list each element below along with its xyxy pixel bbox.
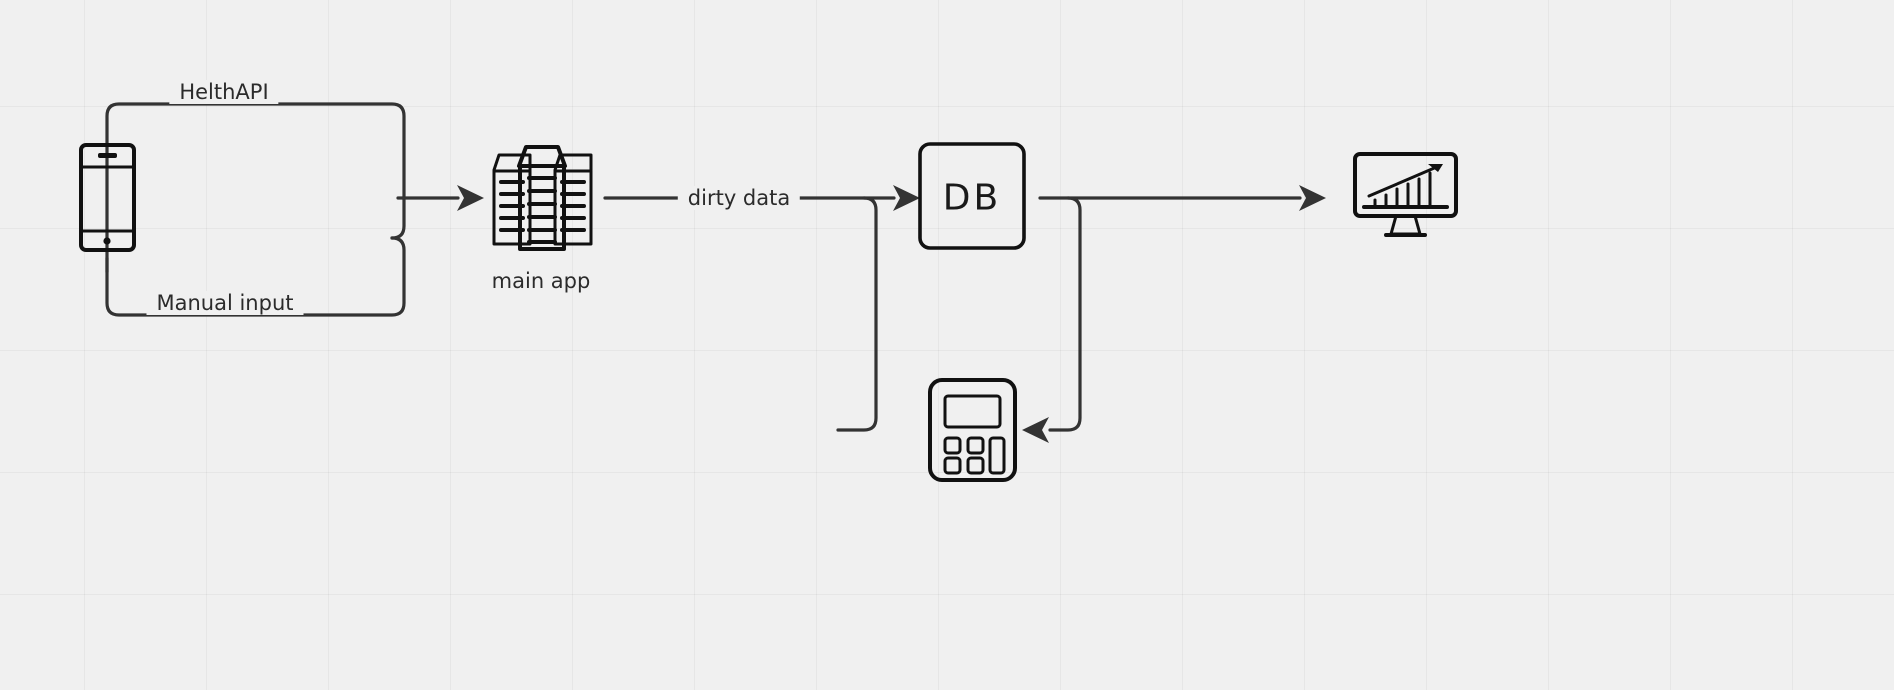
edge-db-to-calculator[interactable] [1022,196,1082,443]
buildings-icon[interactable] [492,145,593,251]
monitor-chart-icon[interactable] [1353,152,1458,237]
calculator-icon[interactable] [928,378,1017,482]
smartphone-icon[interactable] [79,143,136,252]
edge-db-to-dashboard[interactable] [1038,185,1326,211]
node-label-main-app: main app [491,269,591,293]
edge-dirty-data[interactable] [603,185,920,432]
edge-health-api[interactable] [105,102,406,274]
db-node[interactable]: DB [918,142,1026,250]
edge-inputs-to-main-app[interactable] [396,185,484,211]
edge-manual-input[interactable] [105,236,406,317]
db-label: DB [943,178,1001,219]
